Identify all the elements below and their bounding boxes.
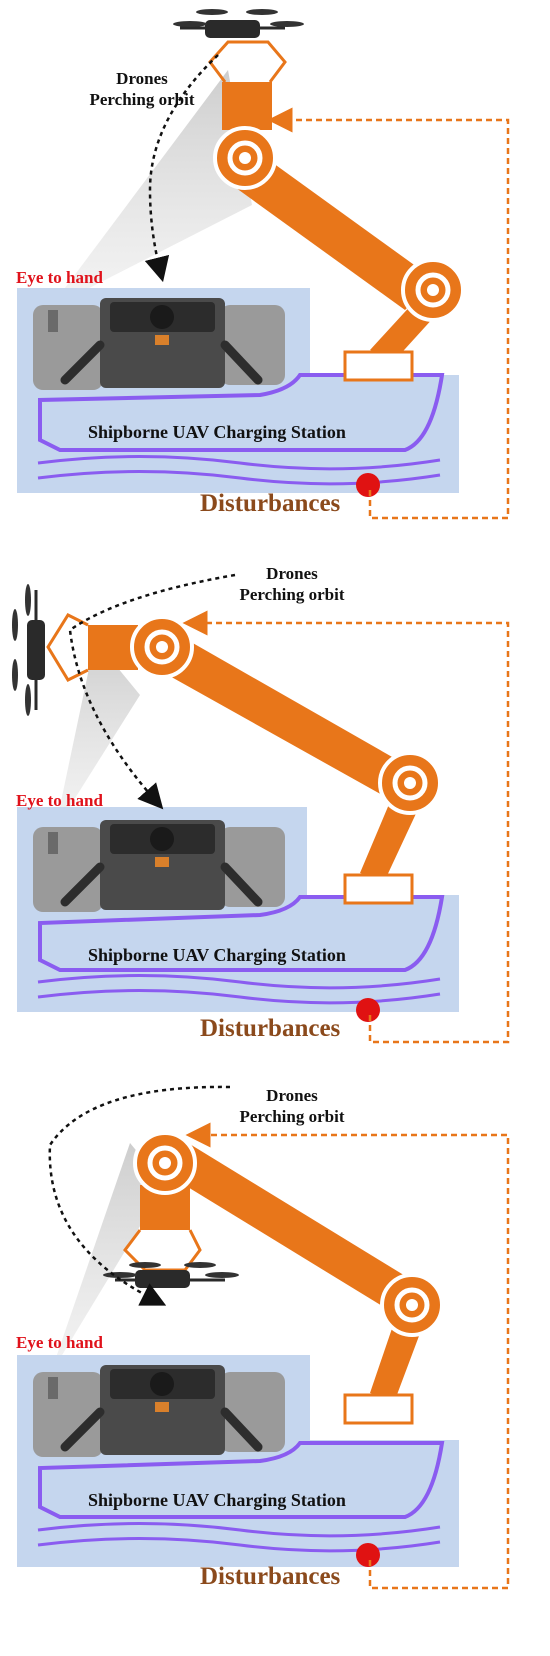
disturbance-sensor — [356, 473, 380, 497]
charging-station — [33, 298, 285, 390]
eye-to-hand-label: Eye to hand — [16, 268, 103, 287]
feedback-loop — [182, 610, 510, 1044]
feedback-loop — [267, 107, 510, 520]
panel-drone-above: Drones Perching orbit Eye to hand Shipbo… — [0, 0, 550, 540]
feedback-loop — [185, 1122, 510, 1590]
wave-line — [37, 974, 441, 990]
panel-3-diagram — [17, 1085, 510, 1590]
panel-1-diagram — [17, 9, 510, 520]
drone — [103, 1262, 239, 1288]
drone — [12, 584, 45, 716]
eye-to-hand-label: Eye to hand — [16, 791, 103, 810]
panel-drone-side: Drones Perching orbit Eye to hand Shipbo… — [0, 555, 550, 1055]
camera-field-of-view — [55, 640, 140, 830]
perching-orbit-text: Perching orbit — [239, 1107, 345, 1126]
charging-station — [33, 1365, 285, 1457]
ship-hull — [38, 373, 445, 452]
disturbances-label: Disturbances — [200, 1563, 341, 1590]
ship-hull — [38, 1441, 445, 1519]
perching-orbit-text: Perching orbit — [89, 90, 195, 109]
disturbances-label: Disturbances — [200, 1015, 341, 1042]
disturbances-label: Disturbances — [200, 490, 341, 517]
station-label: Shipborne UAV Charging Station — [88, 945, 346, 965]
drones-label: Drones Perching orbit — [222, 1085, 362, 1127]
disturbance-sensor — [356, 1543, 380, 1567]
drones-text: Drones — [266, 1086, 318, 1105]
station-label: Shipborne UAV Charging Station — [88, 422, 346, 442]
wave-line — [37, 1522, 441, 1538]
ship-hull — [38, 895, 445, 972]
robot-arm — [46, 613, 442, 905]
gripper — [208, 40, 287, 83]
drones-text: Drones — [266, 564, 318, 583]
drone — [173, 9, 304, 38]
disturbance-sensor — [356, 998, 380, 1022]
wave-line — [37, 455, 441, 471]
panel-2-diagram — [12, 573, 510, 1044]
arm-base — [343, 1393, 414, 1425]
camera-field-of-view — [50, 1143, 165, 1375]
drones-label: Drones Perching orbit — [222, 563, 362, 605]
panel-drone-perched: Drones Perching orbit Eye to hand Shipbo… — [0, 1075, 550, 1655]
arm-base — [343, 350, 414, 382]
charging-station — [33, 820, 285, 912]
arm-base — [343, 873, 414, 905]
wave-line — [37, 989, 441, 1005]
robot-arm — [123, 1131, 444, 1425]
robot-arm — [208, 40, 465, 382]
perching-orbit-text: Perching orbit — [239, 585, 345, 604]
eye-to-hand-label: Eye to hand — [16, 1333, 103, 1352]
drones-label: Drones Perching orbit — [72, 68, 212, 110]
drones-text: Drones — [116, 69, 168, 88]
perching-orbit-arrow — [68, 573, 236, 810]
gripper — [46, 613, 89, 682]
station-label: Shipborne UAV Charging Station — [88, 1490, 346, 1510]
